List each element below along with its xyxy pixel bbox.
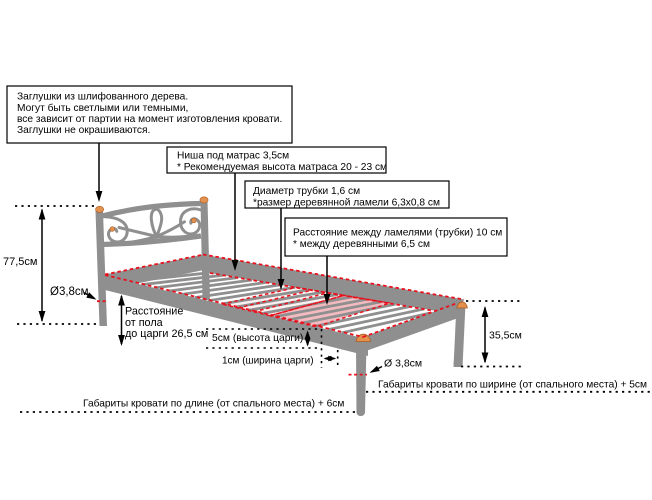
svg-text:Габариты кровати по ширине (от: Габариты кровати по ширине (от спального… bbox=[378, 378, 647, 390]
svg-text:Заглушки из шлифованного дерев: Заглушки из шлифованного дерева. bbox=[17, 91, 188, 103]
svg-text:Ниша под матрас 3,5см: Ниша под матрас 3,5см bbox=[177, 150, 289, 161]
svg-text:все зависит от партии на момен: все зависит от партии на момент изготовл… bbox=[17, 114, 282, 125]
svg-text:Ø3,8см: Ø3,8см bbox=[50, 286, 89, 298]
svg-text:до царги 26,5 см: до царги 26,5 см bbox=[125, 328, 208, 340]
svg-text:5см (высота царги): 5см (высота царги) bbox=[212, 333, 303, 344]
svg-text:Габариты кровати по длине (от: Габариты кровати по длине (от спального … bbox=[83, 398, 344, 410]
svg-text:*размер деревянной ламели 6,3x: *размер деревянной ламели 6,3x0,8 см bbox=[253, 197, 440, 208]
svg-text:Заглушки не окрашиваются.: Заглушки не окрашиваются. bbox=[17, 125, 150, 136]
svg-text:Расстояние: Расстояние bbox=[125, 306, 183, 318]
svg-text:Могут быть светлыми или темным: Могут быть светлыми или темными, bbox=[17, 102, 188, 114]
svg-text:* Рекомендуемая высота матраса: * Рекомендуемая высота матраса 20 - 23 с… bbox=[177, 162, 387, 173]
svg-text:от пола: от пола bbox=[125, 317, 163, 329]
svg-text:1см (ширина царги): 1см (ширина царги) bbox=[222, 356, 314, 367]
svg-text:Ø 3,8см: Ø 3,8см bbox=[384, 358, 422, 370]
svg-text:* между деревянными 6,5 см: * между деревянными 6,5 см bbox=[293, 239, 430, 250]
svg-text:35,5см: 35,5см bbox=[489, 330, 522, 342]
svg-text:77,5см: 77,5см bbox=[3, 256, 37, 268]
svg-text:Расстояние между ламелями (тру: Расстояние между ламелями (трубки) 10 см bbox=[293, 227, 502, 239]
svg-text:Диаметр трубки 1,6 см: Диаметр трубки 1,6 см bbox=[253, 185, 360, 197]
